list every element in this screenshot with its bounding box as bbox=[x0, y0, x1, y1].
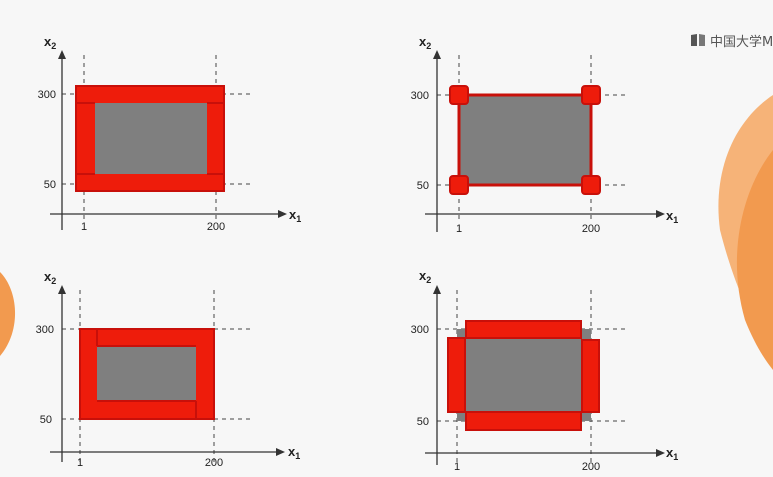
x-axis-label-main: x bbox=[288, 444, 296, 459]
boundary-bar-top bbox=[465, 320, 582, 339]
axes bbox=[425, 50, 665, 232]
boundary-seams bbox=[96, 329, 197, 419]
y-axis-arrow bbox=[58, 285, 66, 294]
corner-point bbox=[581, 85, 601, 105]
x-axis-label: x1 bbox=[289, 207, 301, 224]
x-tick-label: 1 bbox=[81, 221, 87, 233]
x-axis-label-main: x bbox=[666, 208, 674, 223]
y-axis-label-sub: 2 bbox=[426, 275, 431, 285]
corner-point bbox=[581, 175, 601, 195]
y-axis-label-main: x bbox=[419, 34, 427, 49]
axes bbox=[425, 285, 665, 465]
y-tick-label: 300 bbox=[411, 324, 429, 336]
boundary-seams bbox=[76, 102, 224, 175]
axes bbox=[50, 50, 287, 230]
right-orange-shape-front bbox=[736, 150, 773, 370]
y-axis-label-main: x bbox=[44, 269, 52, 284]
book-icon bbox=[691, 34, 705, 46]
x-tick-label: 200 bbox=[207, 221, 225, 233]
x-axis-arrow bbox=[276, 448, 285, 456]
y-axis-arrow bbox=[58, 50, 66, 59]
x-axis-label: x1 bbox=[288, 444, 300, 461]
x-axis-arrow bbox=[656, 210, 665, 218]
x-axis-label-sub: 1 bbox=[673, 452, 678, 462]
x-tick-label: 1 bbox=[456, 223, 462, 235]
x-axis-label-main: x bbox=[289, 207, 297, 222]
y-tick-label: 300 bbox=[411, 90, 429, 102]
watermark-text: 中国大学M bbox=[710, 34, 773, 50]
left-orange-shape bbox=[0, 272, 16, 356]
y-tick-label: 50 bbox=[40, 414, 52, 426]
boundary-bar-bottom bbox=[465, 411, 582, 431]
x-axis-label: x1 bbox=[666, 445, 678, 462]
y-axis-label: x2 bbox=[44, 34, 56, 51]
y-tick-label: 50 bbox=[44, 179, 56, 191]
y-tick-label: 50 bbox=[417, 416, 429, 428]
y-axis-arrow bbox=[433, 50, 441, 59]
x-tick-label: 200 bbox=[582, 461, 600, 473]
y-tick-label: 50 bbox=[417, 180, 429, 192]
x-axis-label: x1 bbox=[666, 208, 678, 225]
x-axis-arrow bbox=[278, 210, 287, 218]
x-axis-arrow bbox=[656, 449, 665, 457]
interior-region bbox=[457, 329, 591, 421]
y-axis-label: x2 bbox=[44, 269, 56, 286]
boundary-bar-left bbox=[447, 337, 466, 413]
x-tick-label: 1 bbox=[77, 457, 83, 469]
corner-point bbox=[449, 175, 469, 195]
y-axis-label-sub: 2 bbox=[51, 276, 56, 286]
interior-region bbox=[95, 103, 207, 174]
y-axis-label: x2 bbox=[419, 34, 431, 51]
x-tick-label: 1 bbox=[454, 461, 460, 473]
y-tick-label: 300 bbox=[36, 324, 54, 336]
y-axis-label: x2 bbox=[419, 268, 431, 285]
y-axis-label-sub: 2 bbox=[51, 41, 56, 51]
boundary-bar-right bbox=[581, 339, 600, 413]
x-axis-label-main: x bbox=[666, 445, 674, 460]
watermark-logo: 中国大学M bbox=[690, 30, 773, 50]
corner-point bbox=[449, 85, 469, 105]
interior-region bbox=[97, 346, 196, 401]
interior-region bbox=[457, 93, 593, 187]
x-axis-label-sub: 1 bbox=[673, 215, 678, 225]
y-axis-label-main: x bbox=[419, 268, 427, 283]
x-axis-label-sub: 1 bbox=[295, 451, 300, 461]
x-tick-label: 200 bbox=[582, 223, 600, 235]
x-axis-label-sub: 1 bbox=[296, 214, 301, 224]
y-tick-label: 300 bbox=[38, 89, 56, 101]
y-axis-label-main: x bbox=[44, 34, 52, 49]
axes bbox=[50, 285, 285, 462]
x-tick-label: 200 bbox=[205, 457, 223, 469]
y-axis-label-sub: 2 bbox=[426, 41, 431, 51]
y-axis-arrow bbox=[433, 285, 441, 294]
